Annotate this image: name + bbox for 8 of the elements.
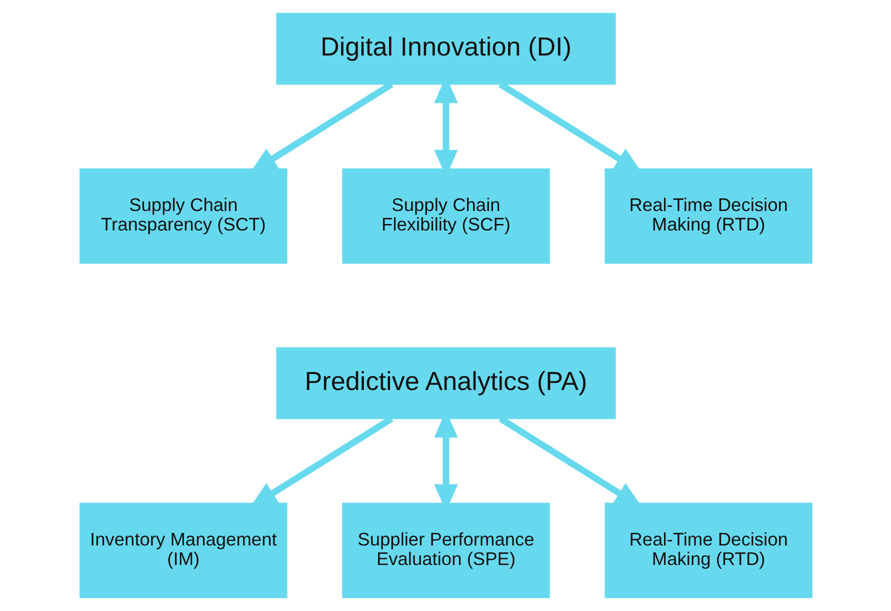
node-box: Real-Time Decision Making (RTD): [604, 502, 812, 598]
node-box: Supply Chain Transparency (SCT): [79, 168, 287, 264]
node-box: Supply Chain Flexibility (SCF): [342, 168, 550, 264]
node-box: Real-Time Decision Making (RTD): [604, 168, 812, 264]
node-box: Digital Innovation (DI): [276, 12, 616, 85]
node-box: Inventory Management (IM): [79, 502, 287, 598]
node-box: Predictive Analytics (PA): [276, 347, 616, 420]
node-box: Supplier Performance Evaluation (SPE): [342, 502, 550, 598]
